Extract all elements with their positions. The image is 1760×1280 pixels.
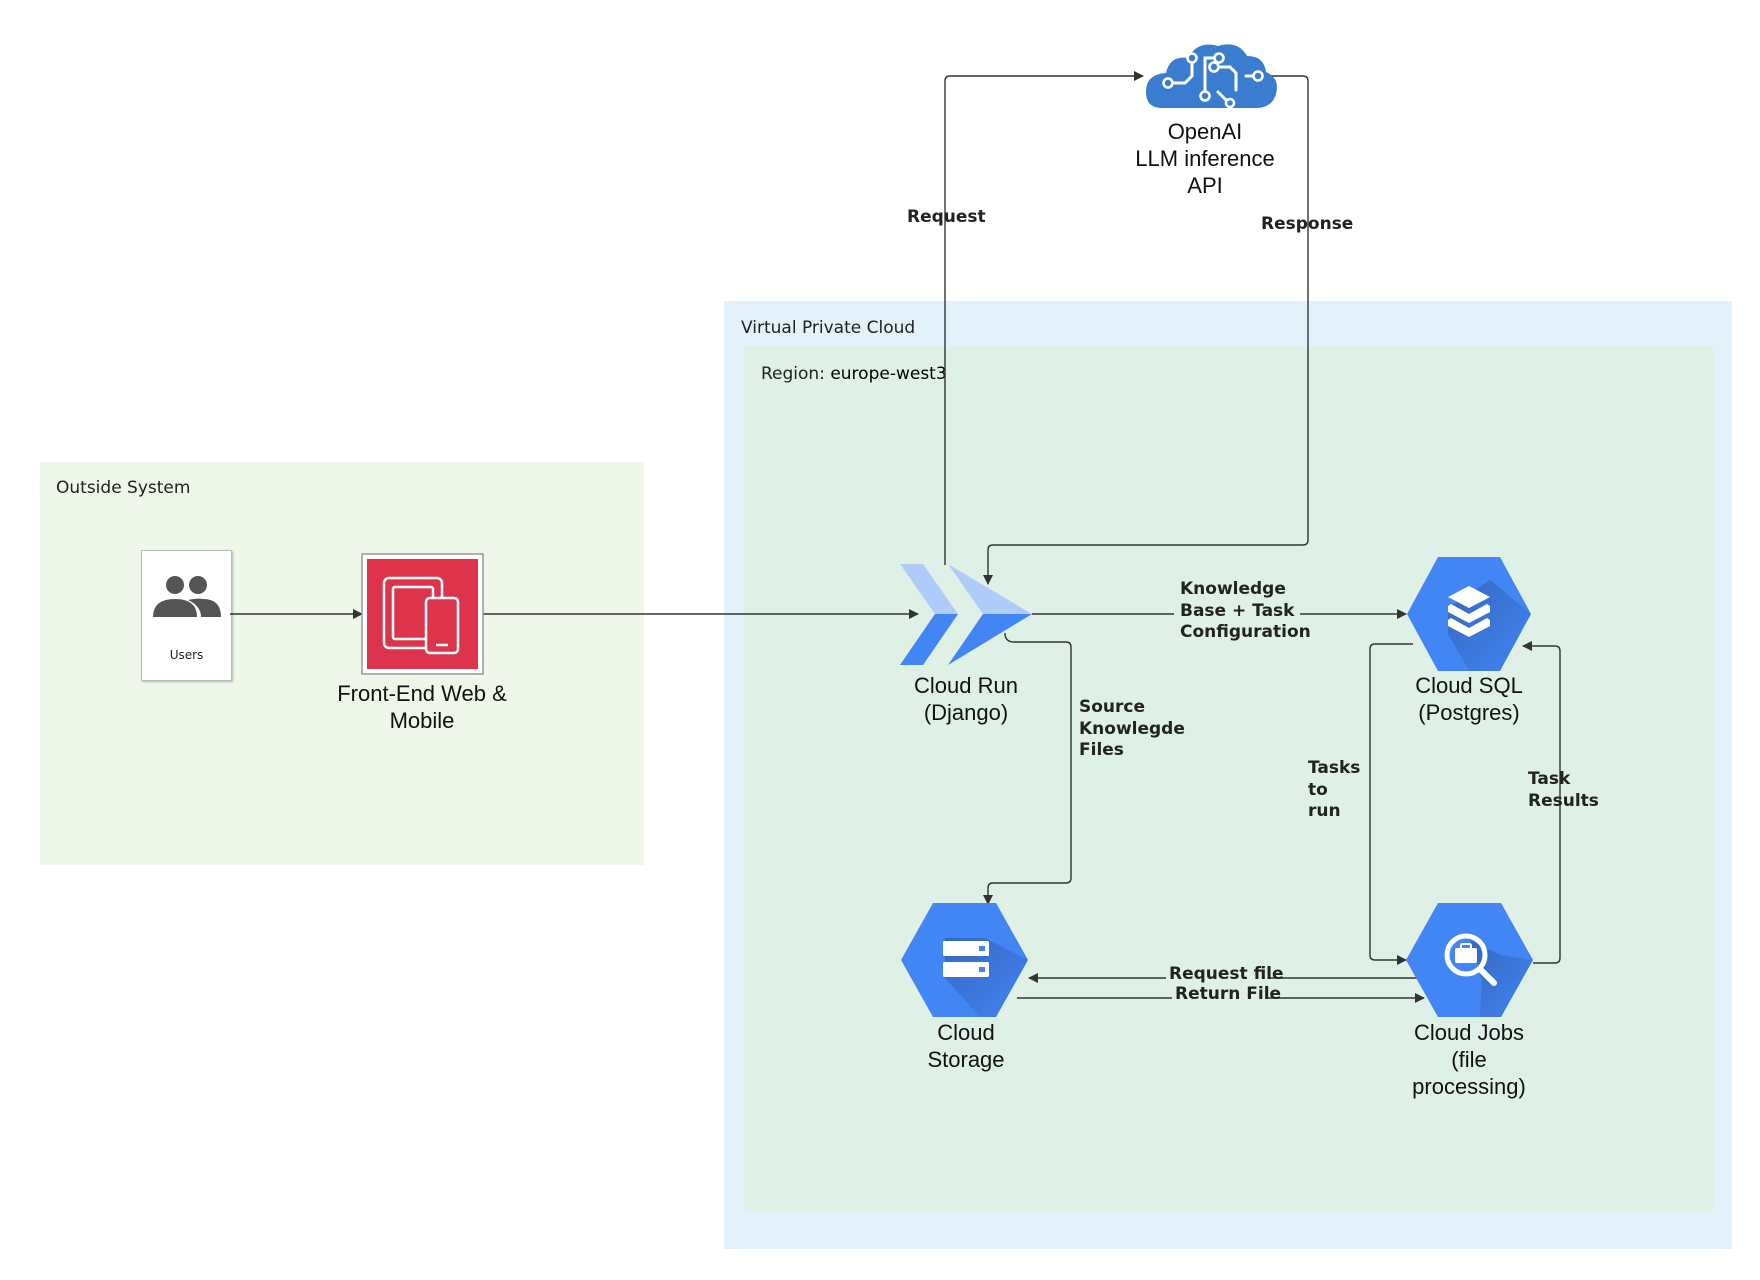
region-zone (744, 346, 1713, 1212)
jobs-label-line2: (file (1451, 1047, 1487, 1072)
edge-tasks-to-run (1369, 643, 1413, 965)
return-file-label: Return File (1175, 984, 1282, 1004)
region-label: Region: europe-west3 (761, 364, 947, 384)
edge-response (983, 75, 1309, 585)
region-label-value: europe-west3 (830, 364, 947, 384)
outside-system-label: Outside System (56, 478, 191, 498)
edge-source-files (983, 632, 1072, 905)
storage-label-line1: Cloud (937, 1020, 995, 1045)
tablet-phone-icon[interactable] (361, 553, 484, 675)
tasks-to-run-label: Tasks to run (1308, 758, 1360, 823)
storage-label-line2: Storage (927, 1047, 1005, 1072)
kb-config-line2: Base + Task (1180, 600, 1295, 621)
task-results-line2: Results (1528, 790, 1599, 811)
frontend-label-line1: Front-End Web & (337, 681, 507, 706)
cloud-sql-icon[interactable] (1407, 557, 1531, 671)
tasks-to-run-line2: to (1308, 779, 1328, 800)
jobs-label-line3: processing) (1412, 1074, 1526, 1099)
cloudsql-label-line1: Cloud SQL (1415, 673, 1523, 698)
openai-label-line1: OpenAI (1167, 119, 1243, 144)
edge-task-results (1522, 641, 1561, 964)
edge-request (944, 71, 1144, 565)
openai-label-line3: API (1187, 173, 1223, 198)
kb-config-line3: Configuration (1180, 622, 1311, 642)
source-files-line2: Knowlegde (1079, 718, 1185, 739)
kb-config-label: Knowledge Base + Task Configuration (1180, 579, 1311, 644)
users-label: Users (169, 648, 204, 662)
region-label-prefix: Region: (761, 364, 831, 384)
cloudrun-label-line1: Cloud Run (914, 673, 1018, 698)
task-results-label: Task Results (1528, 769, 1599, 812)
storage-label: Cloud Storage (886, 1019, 1046, 1073)
cloudsql-label: Cloud SQL (Postgres) (1389, 672, 1549, 726)
cloud-run-icon[interactable] (900, 564, 1032, 665)
tasks-to-run-line1: Tasks (1308, 758, 1361, 778)
response-label: Response (1261, 214, 1354, 234)
cloudsql-label-line2: (Postgres) (1418, 700, 1520, 725)
cloudrun-label-line2: (Django) (923, 700, 1009, 725)
users-node[interactable]: Users (141, 550, 232, 681)
brain-circuit-cloud-icon[interactable] (1146, 44, 1277, 109)
openai-label: OpenAI LLM inference API (1110, 118, 1300, 199)
request-file-label: Request file (1169, 964, 1284, 984)
frontend-label-line2: Mobile (389, 708, 455, 733)
cloud-storage-icon[interactable] (901, 903, 1028, 1017)
frontend-label: Front-End Web & Mobile (322, 680, 522, 734)
cloud-jobs-icon[interactable] (1406, 903, 1533, 1017)
kb-config-line1: Knowledge (1180, 579, 1286, 599)
vpc-label: Virtual Private Cloud (741, 318, 916, 338)
users-icon (153, 576, 221, 617)
source-files-line1: Source (1079, 697, 1146, 717)
jobs-label-line1: Cloud Jobs (1413, 1020, 1525, 1045)
task-results-line1: Task (1528, 769, 1571, 789)
source-files-line3: Files (1079, 740, 1124, 760)
jobs-label: Cloud Jobs (file processing) (1389, 1019, 1549, 1100)
source-files-label: Source Knowlegde Files (1079, 697, 1185, 762)
outside-system-zone (40, 462, 644, 865)
tasks-to-run-line3: run (1308, 801, 1341, 821)
request-label: Request (907, 207, 986, 227)
openai-label-line2: LLM inference (1135, 146, 1275, 171)
cloudrun-label: Cloud Run (Django) (886, 672, 1046, 726)
